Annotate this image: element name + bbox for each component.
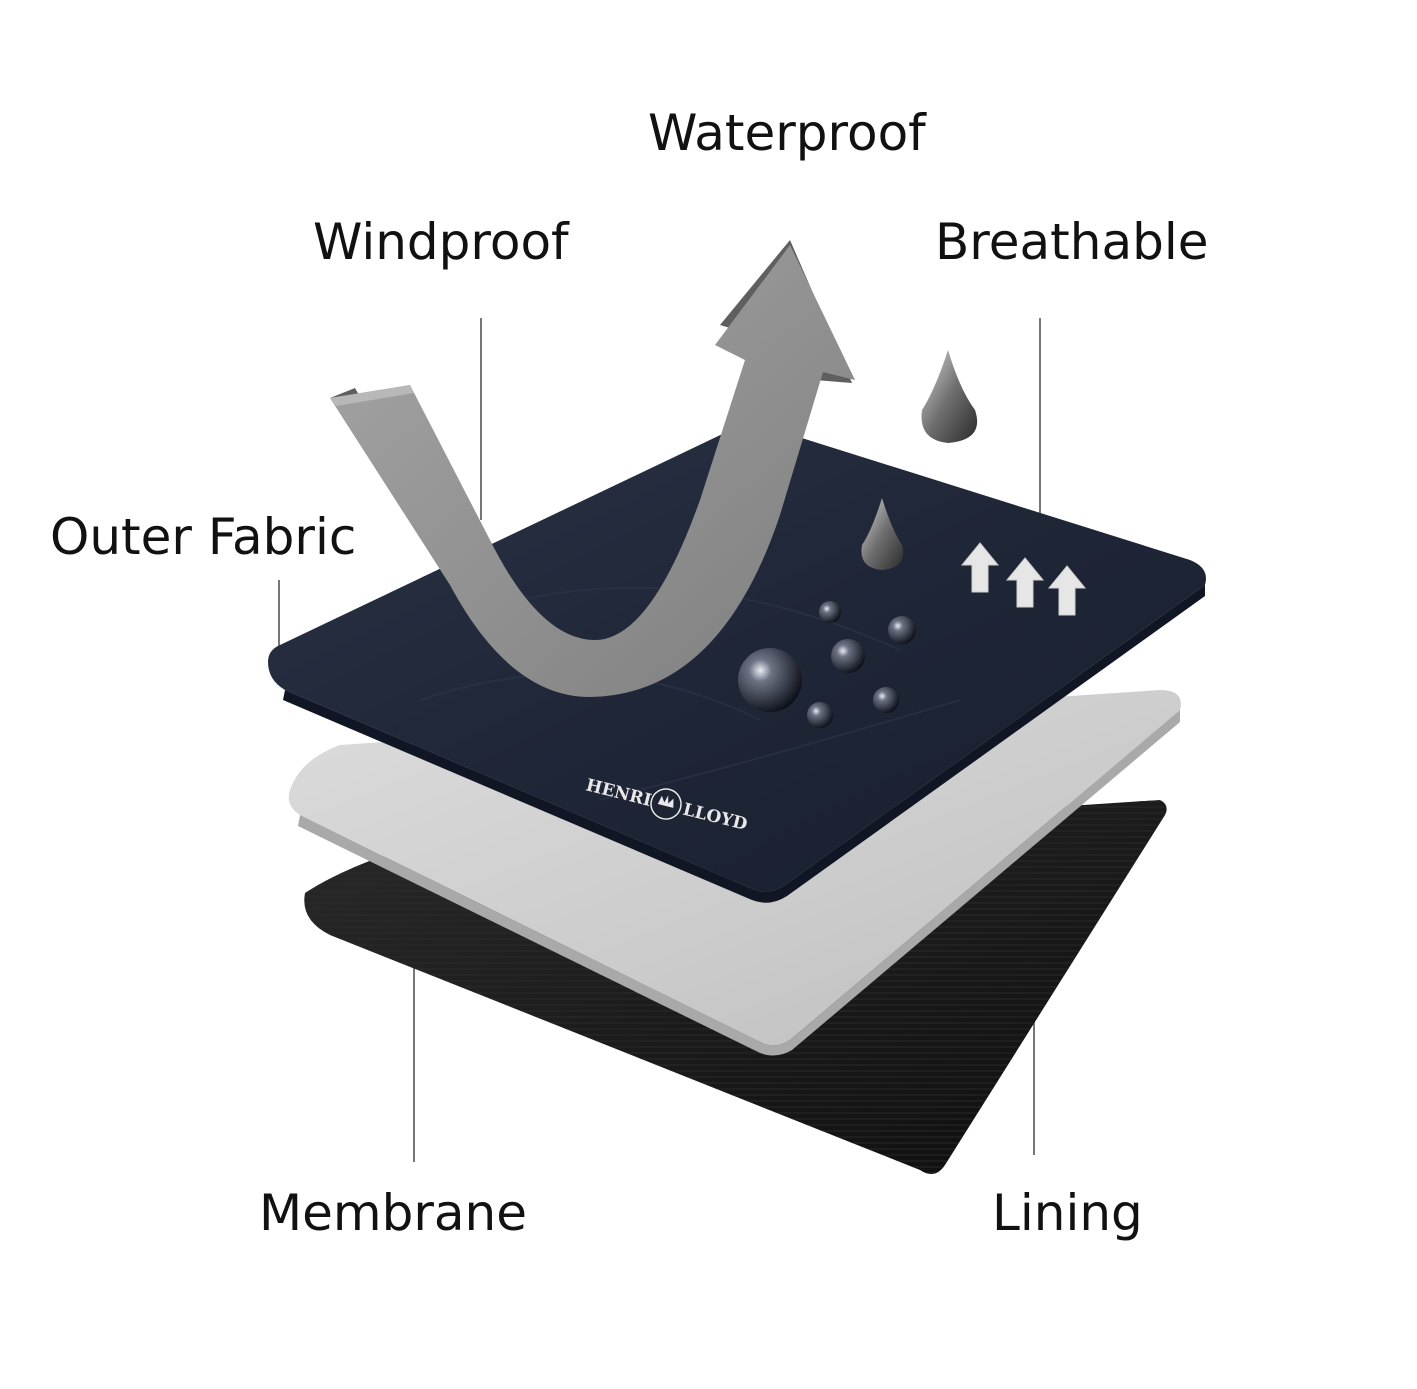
crown-icon: [650, 788, 682, 820]
water-bead-icon: [873, 687, 899, 713]
outer-fabric-layer: [268, 424, 1206, 903]
wind-arrow-icon: [330, 240, 855, 697]
breathable-arrow-icon: [1047, 565, 1087, 616]
breathable-arrow-icon: [960, 542, 1000, 593]
water-bead-icon: [888, 616, 916, 644]
breathable-arrows: [960, 542, 1087, 616]
water-drop-icon: [861, 498, 904, 570]
water-bead-icon: [819, 601, 841, 623]
outer-fabric-label: Outer Fabric: [50, 508, 357, 566]
breathable-arrow-icon: [1005, 557, 1045, 608]
water-beads: [738, 601, 916, 728]
water-drop-icon: [921, 350, 978, 443]
water-bead-icon: [807, 702, 833, 728]
waterproof-label: Waterproof: [648, 104, 926, 162]
water-drops: [861, 350, 978, 570]
lining-label: Lining: [992, 1184, 1143, 1242]
crown-icon-shape: [657, 795, 674, 808]
water-bead-icon: [831, 639, 865, 673]
water-bead-icon: [738, 648, 802, 712]
membrane-label: Membrane: [259, 1184, 527, 1242]
windproof-label: Windproof: [313, 213, 569, 271]
breathable-label: Breathable: [935, 213, 1209, 271]
